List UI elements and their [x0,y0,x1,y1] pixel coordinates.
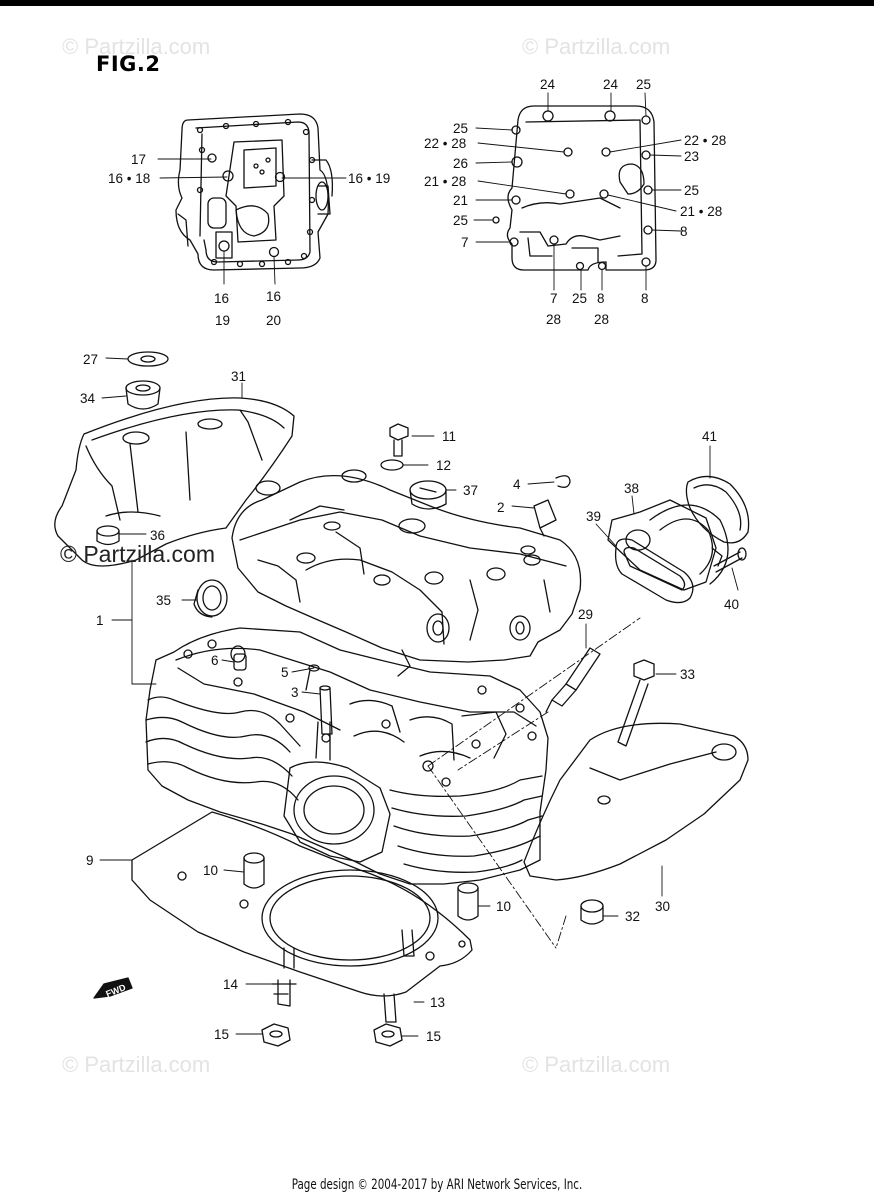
label: 7 [461,235,469,250]
seal-35 [193,579,228,618]
callout: 29 [578,607,593,622]
callout: 3 [291,685,299,700]
callout: 10 [496,899,511,914]
fwd-arrow [93,977,133,999]
clip-4 [555,475,571,488]
label: 21 • 28 [680,204,722,219]
callout: 41 [702,429,717,444]
washer-27 [127,351,169,367]
label: 8 [641,291,649,306]
callout: 33 [680,667,695,682]
screw-40 [713,547,747,573]
callout: 1 [96,613,104,628]
callout: 31 [231,369,246,384]
label: 24 [540,77,556,92]
callout: 4 [513,477,521,492]
callout: 2 [497,500,505,515]
label: 16 • 19 [348,171,390,186]
label: 16 [266,289,281,304]
label: 16 • 18 [108,171,150,186]
inset-left-leaders [157,158,347,285]
callout: 35 [156,593,171,608]
spark-plug-29 [545,647,601,713]
inset-head-bottom-view [492,105,657,271]
label: 21 [453,193,468,208]
stud-3 [319,685,333,735]
grommet-32 [580,899,604,925]
callout: 6 [211,653,219,668]
callout: 10 [203,863,218,878]
head-gasket-9 [131,811,473,997]
washer-12 [380,459,404,471]
page-footer: Page design © 2004-2017 by ARI Network S… [291,1177,583,1193]
watermark: © Partzilla.com [522,1052,671,1077]
gasket-39 [614,538,694,604]
label: 25 [636,77,651,92]
label: 25 [572,291,587,306]
stud-14 [271,947,297,1007]
callout: 27 [83,352,98,367]
callout: 34 [80,391,96,406]
watermark: © Partzilla.com [62,34,211,59]
callout: 11 [442,429,456,444]
callout: 5 [281,665,289,680]
label: 17 [131,152,146,167]
callout: 14 [223,977,239,992]
label: 25 [453,121,468,136]
label: 16 [214,291,229,306]
watermark: © Partzilla.com [62,1052,211,1077]
callout: 38 [624,481,639,496]
label: 23 [684,149,699,164]
label: 21 • 28 [424,174,466,189]
label: 7 [550,291,558,306]
bolt-36 [96,525,120,546]
label: 8 [597,291,605,306]
grommet-34 [125,380,161,410]
label: 26 [453,156,468,171]
pin-2 [533,499,557,537]
nut-15 [261,1023,403,1047]
callout: 13 [430,995,445,1010]
stud-13 [383,929,415,1023]
callout: 39 [586,509,601,524]
watermark: © Partzilla.com [60,541,215,567]
bolt-33 [617,659,655,747]
callout: 15 [214,1027,229,1042]
side-cover-30 [523,722,749,881]
label: 22 • 28 [684,133,726,148]
top-border [0,0,874,6]
callout: 9 [86,853,94,868]
head-cover-31 [54,397,295,567]
label: 20 [266,313,281,328]
callout: 15 [426,1029,441,1044]
callout: 36 [150,528,165,543]
label: 25 [453,213,468,228]
label: 19 [215,313,230,328]
label: 28 [546,312,561,327]
inset-head-top-view [175,113,334,271]
figure-title: FIG.2 [96,52,161,76]
bolt-11 [389,423,409,457]
label: 28 [594,312,609,327]
callout: 12 [436,458,451,473]
label: 25 [684,183,699,198]
callout: 37 [463,483,478,498]
center-lines [427,617,641,949]
rocker-housing [231,469,582,677]
watermark: © Partzilla.com [522,34,671,59]
label: 24 [603,77,619,92]
label: 8 [680,224,688,239]
main-leaders [99,357,739,1037]
cylinder-head [145,627,549,885]
callout: 32 [625,909,640,924]
dowel-10 [243,852,479,921]
callout: 40 [724,597,739,612]
inset-right-leaders [473,92,682,291]
callout: 30 [655,899,670,914]
label: 22 • 28 [424,136,466,151]
